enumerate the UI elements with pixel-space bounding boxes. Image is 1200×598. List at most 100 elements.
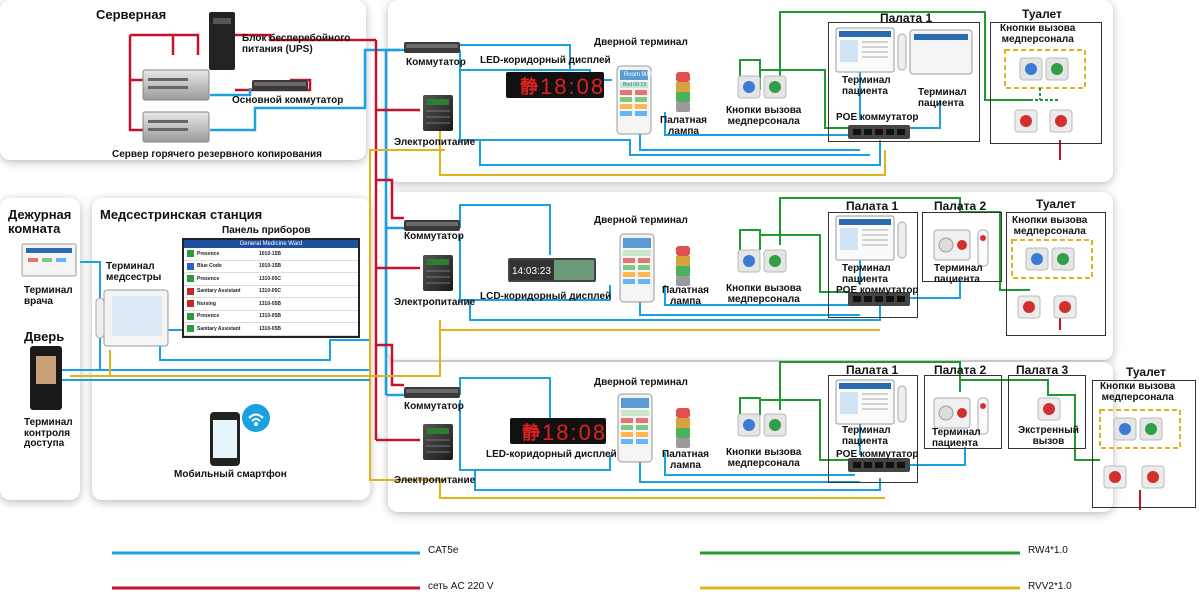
switch-image-1 — [404, 42, 460, 53]
patient-terminal-label-3a: Терминал пациента — [842, 425, 891, 447]
patient-terminal-label-1b: Терминал пациента — [918, 87, 967, 109]
instrument-panel-row: Presence 1010-15B — [184, 248, 358, 261]
doctor-terminal-label: Терминал врача — [24, 285, 73, 307]
toilet-call-label-2: Кнопки вызова медперсонала — [1012, 215, 1088, 237]
access-terminal-label: Терминал контроля доступа — [24, 417, 73, 449]
door-terminal-image-2 — [619, 233, 655, 303]
status-text: Presence — [197, 250, 220, 257]
toilet-box-f3 — [1092, 380, 1196, 508]
ward-lamp-image-3 — [676, 408, 690, 448]
legend-rw4-label: RW4*1.0 — [1028, 545, 1068, 556]
switch-image-3 — [404, 387, 460, 398]
toilet-title-f2: Туалет — [1036, 197, 1076, 211]
call-buttons-label-3: Кнопки вызова медперсонала — [726, 447, 802, 469]
call-buttons-label-2: Кнопки вызова медперсонала — [726, 283, 802, 305]
call-buttons-label-1: Кнопки вызова медперсонала — [726, 105, 802, 127]
led-time-3: 18:08 — [542, 420, 607, 445]
ward2-box-f2 — [922, 212, 1002, 282]
ward3-box-f3 — [1008, 375, 1086, 449]
psu-image-2 — [422, 254, 454, 292]
lcd-time-2: 14:03:23 — [512, 266, 551, 277]
call-buttons-image-3 — [737, 413, 787, 437]
toilet-box-f2 — [1006, 212, 1106, 336]
legend-ac220-label: сеть AC 220 V — [428, 581, 494, 592]
instrument-panel-row: Nursing 1310-05B — [184, 298, 358, 311]
switch-label-2: Коммутатор — [404, 231, 464, 242]
led-display-1 — [506, 72, 604, 98]
status-text: Blue Code — [197, 263, 222, 270]
ward1-title-f3: Палата 1 — [846, 363, 899, 377]
status-text: Presence — [197, 313, 220, 320]
ward2-title-f3: Палата 2 — [934, 363, 987, 377]
door-title: Дверь — [24, 329, 65, 344]
status-dot — [187, 325, 194, 333]
door-terminal-image-3 — [617, 393, 653, 463]
patient-terminal-label-2b: Терминал пациента — [934, 263, 983, 285]
call-buttons-image-2 — [737, 249, 787, 273]
ward-lamp-image-2 — [676, 246, 690, 286]
instrument-panel-header: General Medicine Ward — [184, 240, 358, 248]
room-text: 1010-15B — [259, 263, 281, 270]
ward1-title-f1: Палата 1 — [880, 11, 933, 25]
ward1-box-f1 — [828, 22, 980, 142]
door-terminal-label-1: Дверной терминал — [594, 37, 688, 48]
backup-server-label: Сервер горячего резервного копирования — [112, 149, 322, 160]
ward-lamp-label-3: Палатная лампа — [662, 449, 709, 471]
door-terminal-label-2: Дверной терминал — [594, 215, 688, 226]
toilet-call-frame-3 — [1099, 409, 1181, 449]
duty-room-title: Дежурная комната — [8, 207, 72, 236]
nurse-terminal-label: Терминал медсестры — [106, 261, 162, 283]
room-text: 1010-15B — [259, 250, 281, 257]
patient-terminal-image-1b — [909, 29, 973, 75]
toilet-title-f3: Туалет — [1126, 365, 1166, 379]
poe-switch-label-3: POE коммутатор — [836, 449, 919, 460]
server-room-title: Серверная — [96, 7, 167, 22]
poe-switch-label-1: POE коммутатор — [836, 112, 919, 123]
ups-label: Блок бесперебойного питания (UPS) — [242, 33, 351, 55]
psu-image-1 — [422, 94, 454, 132]
instrument-panel-row: Presence 1310-05B — [184, 311, 358, 323]
backbone-wires — [374, 40, 420, 442]
led-char-1: 静 — [520, 76, 538, 97]
status-dot — [187, 312, 194, 320]
ward1-title-f2: Палата 1 — [846, 199, 899, 213]
status-text: Nursing — [197, 300, 216, 307]
ward1-box-f2 — [828, 212, 918, 318]
toilet-call-label-3: Кнопки вызова медперсонала — [1100, 381, 1176, 403]
room-text: 1310-05B — [259, 300, 281, 307]
lcd-display-label-2: LCD-коридорный дисплей — [480, 291, 612, 302]
status-text: Presence — [197, 275, 220, 282]
psu-image-3 — [422, 423, 454, 461]
toilet-call-frame-2 — [1011, 239, 1093, 279]
ward3-title-f3: Палата 3 — [1016, 363, 1069, 377]
toilet-title-f1: Туалет — [1022, 7, 1062, 21]
floor3-wires — [439, 361, 1141, 510]
ward-lamp-image-1 — [676, 72, 690, 112]
ups-image — [209, 12, 235, 70]
legend-rvv2-label: RVV2*1.0 — [1028, 581, 1072, 592]
power-supply-label-2: Электропитание — [394, 297, 476, 308]
ward-lamp-label-2: Палатная лампа — [662, 285, 709, 307]
toilet-box-f1 — [990, 22, 1102, 144]
instrument-panel-label: Панель приборов — [222, 225, 311, 236]
led-display-3 — [510, 418, 606, 444]
emergency-call-label-3: Экстренный вызов — [1018, 425, 1079, 447]
patient-terminal-label-1a: Терминал пациента — [842, 75, 891, 97]
led-time-1: 18:08 — [540, 74, 605, 99]
status-text: Sanitary Assistant — [197, 288, 241, 295]
switch-image-2 — [404, 220, 460, 231]
room-text: 1310-05B — [259, 313, 281, 320]
ward2-box-f3 — [924, 375, 1002, 449]
led-display-label-3: LED-коридорный дисплей — [486, 449, 617, 460]
main-switch-label: Основной коммутатор — [232, 95, 344, 106]
legend-cat5e-label: CAT5e — [428, 545, 459, 556]
instrument-panel-row: Blue Code 1010-15B — [184, 261, 358, 273]
status-dot — [187, 275, 194, 283]
led-char-3: 静 — [522, 422, 540, 443]
toilet-call-label-1: Кнопки вызова медперсонала — [1000, 23, 1076, 45]
patient-terminal-label-3b: Терминал пациента — [932, 427, 981, 449]
